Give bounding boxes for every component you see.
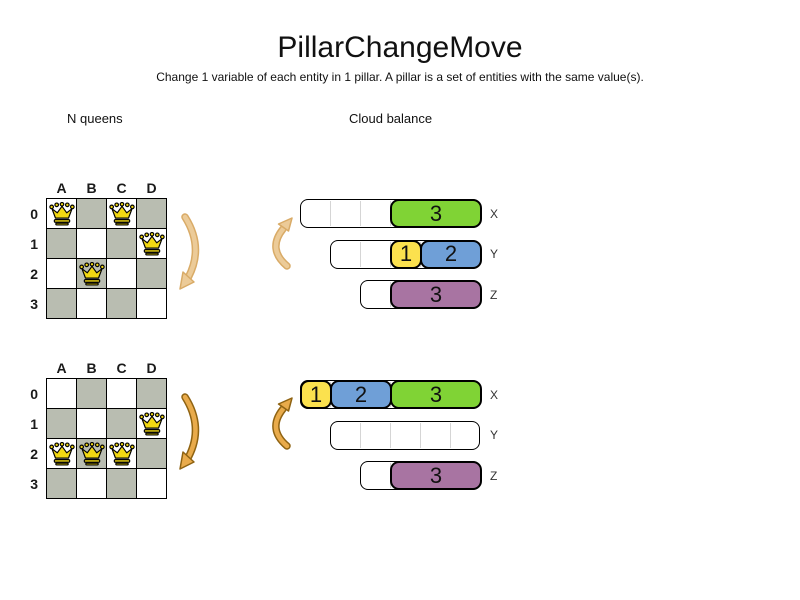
queen-icon bbox=[78, 261, 105, 286]
board-cell-C0 bbox=[107, 199, 136, 228]
computer-label-Y: Y bbox=[490, 247, 499, 261]
queen-icon bbox=[78, 441, 105, 466]
board-cell-B2 bbox=[77, 259, 106, 288]
cell-divider bbox=[390, 422, 391, 448]
board-cell-D3 bbox=[137, 469, 166, 498]
row-label-0: 0 bbox=[30, 385, 38, 402]
nqueens-board-before: A B C D 0 1 2 3 bbox=[30, 180, 167, 319]
cloudbalance-move-arrow-after-icon bbox=[272, 397, 293, 450]
computer-label-Z: Z bbox=[490, 287, 498, 302]
computer-row-Y bbox=[330, 420, 480, 450]
cloudbalance-move-arrow-before-icon bbox=[272, 217, 293, 270]
board-cell-D1 bbox=[137, 229, 166, 258]
queen-icon bbox=[48, 201, 75, 226]
nqueens-board-after: A B C D 0 1 2 3 bbox=[30, 360, 167, 499]
process-block-1: 1 bbox=[300, 380, 332, 409]
cell-divider bbox=[450, 422, 451, 448]
board-cell-D2 bbox=[137, 439, 166, 468]
board-cell-D2 bbox=[137, 259, 166, 288]
cell-divider bbox=[360, 201, 361, 226]
column-label-A: A bbox=[56, 180, 67, 196]
board-cell-D1 bbox=[137, 409, 166, 438]
board-cell-C1 bbox=[107, 229, 136, 258]
board-cell-D0 bbox=[137, 199, 166, 228]
computer-label-Y: Y bbox=[490, 428, 499, 442]
board-cell-B0 bbox=[77, 379, 106, 408]
cell-divider bbox=[360, 241, 361, 267]
board-cell-C3 bbox=[107, 289, 136, 318]
process-block-3: 3 bbox=[390, 380, 482, 409]
board-cell-A2 bbox=[47, 259, 76, 288]
process-block-3: 3 bbox=[390, 199, 482, 228]
board-cell-C2 bbox=[107, 259, 136, 288]
row-label-3: 3 bbox=[30, 295, 38, 312]
process-block-2: 2 bbox=[420, 239, 482, 269]
queen-icon bbox=[48, 441, 75, 466]
process-block-2: 2 bbox=[330, 380, 392, 409]
board-cell-D0 bbox=[137, 379, 166, 408]
row-label-0: 0 bbox=[30, 205, 38, 222]
column-label-C: C bbox=[116, 180, 127, 196]
column-label-C: C bbox=[116, 360, 127, 376]
computer-label-X: X bbox=[490, 387, 499, 402]
nqueens-move-arrow-after-icon bbox=[179, 393, 200, 470]
board-cell-A2 bbox=[47, 439, 76, 468]
board-cell-B1 bbox=[77, 409, 106, 438]
row-label-2: 2 bbox=[30, 265, 38, 282]
column-label-B: B bbox=[86, 360, 97, 376]
process-block-3: 3 bbox=[390, 280, 482, 309]
board-grid bbox=[46, 378, 167, 499]
row-label-1: 1 bbox=[30, 415, 38, 432]
cell-divider bbox=[330, 201, 331, 226]
section-label-cloudbalance: Cloud balance bbox=[349, 111, 433, 126]
queen-icon bbox=[108, 201, 135, 226]
queen-icon bbox=[138, 411, 165, 436]
queen-icon bbox=[108, 441, 135, 466]
cell-divider bbox=[420, 422, 421, 448]
board-cell-D3 bbox=[137, 289, 166, 318]
page-subtitle: Change 1 variable of each entity in 1 pi… bbox=[156, 70, 644, 84]
board-cell-A3 bbox=[47, 289, 76, 318]
queen-icon bbox=[138, 231, 165, 256]
board-cell-A1 bbox=[47, 229, 76, 258]
nqueens-move-arrow-before-icon bbox=[179, 213, 200, 290]
row-label-1: 1 bbox=[30, 235, 38, 252]
computer-label-X: X bbox=[490, 206, 499, 221]
board-grid bbox=[46, 198, 167, 319]
board-cell-A3 bbox=[47, 469, 76, 498]
board-cell-A0 bbox=[47, 379, 76, 408]
board-cell-C3 bbox=[107, 469, 136, 498]
board-cell-B2 bbox=[77, 439, 106, 468]
board-cell-C1 bbox=[107, 409, 136, 438]
process-block-3: 3 bbox=[390, 461, 482, 490]
computer-label-Z: Z bbox=[490, 468, 498, 483]
board-cell-C2 bbox=[107, 439, 136, 468]
process-block-1: 1 bbox=[390, 239, 422, 269]
computer-row-X: 3 bbox=[300, 199, 482, 228]
column-label-B: B bbox=[86, 180, 97, 196]
section-label-nqueens: N queens bbox=[67, 111, 123, 126]
computer-row-Z: 3 bbox=[360, 461, 482, 490]
board-cell-C0 bbox=[107, 379, 136, 408]
row-label-3: 3 bbox=[30, 475, 38, 492]
cell-divider bbox=[360, 422, 361, 448]
board-cell-B3 bbox=[77, 469, 106, 498]
board-cell-B0 bbox=[77, 199, 106, 228]
column-label-D: D bbox=[146, 180, 157, 196]
page-title: PillarChangeMove bbox=[277, 31, 523, 64]
computer-row-Z: 3 bbox=[360, 280, 482, 309]
board-cell-B3 bbox=[77, 289, 106, 318]
board-cell-A1 bbox=[47, 409, 76, 438]
board-cell-B1 bbox=[77, 229, 106, 258]
column-label-D: D bbox=[146, 360, 157, 376]
column-label-A: A bbox=[56, 360, 67, 376]
board-cell-A0 bbox=[47, 199, 76, 228]
row-label-2: 2 bbox=[30, 445, 38, 462]
